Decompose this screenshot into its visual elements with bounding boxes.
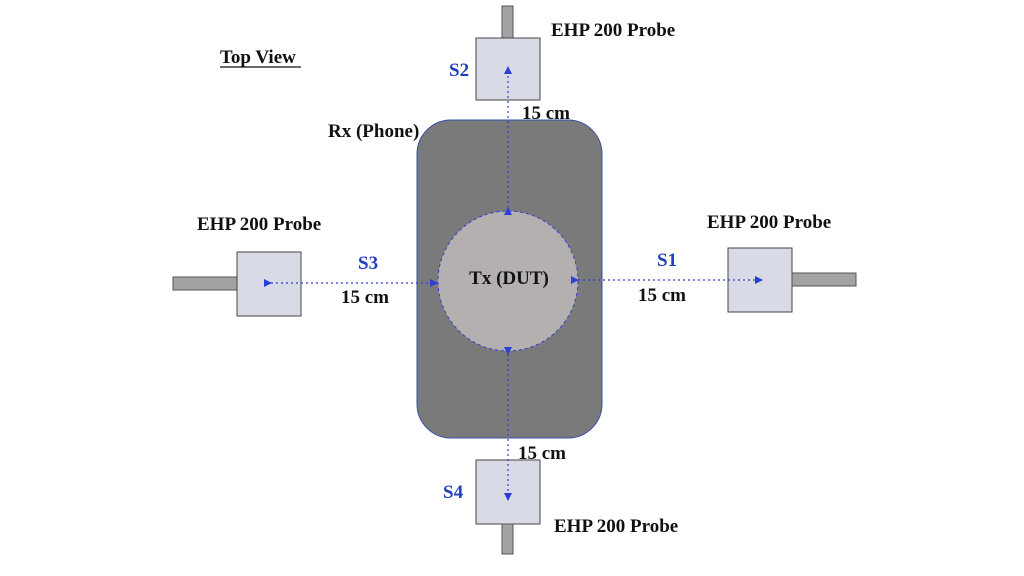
probe-s2-distance: 15 cm [522,103,570,124]
probe-s1-distance: 15 cm [638,285,686,306]
dut-label: Tx (DUT) [469,268,549,289]
probe-s3-distance: 15 cm [341,287,389,308]
probe-s3-name: EHP 200 Probe [197,214,321,235]
probe-s4-name: EHP 200 Probe [554,516,678,537]
probe-s2-handle [501,5,514,39]
phone-label: Rx (Phone) [328,121,419,142]
probe-s3-id: S3 [358,253,378,274]
probe-s4-id: S4 [443,482,464,503]
probe-s2-name: EHP 200 Probe [551,20,675,41]
probe-s1-name: EHP 200 Probe [707,212,831,233]
probe-s2-id: S2 [449,60,469,81]
probe-s4-distance: 15 cm [518,443,566,464]
probe-s3-box [236,251,302,317]
probe-s1-id: S1 [657,250,677,271]
probe-s3-handle [172,276,238,291]
probe-s1-handle [791,272,857,287]
diagram-title: Top View [220,47,296,68]
probe-s4-handle [501,523,514,555]
probe-s2-box [475,37,541,101]
